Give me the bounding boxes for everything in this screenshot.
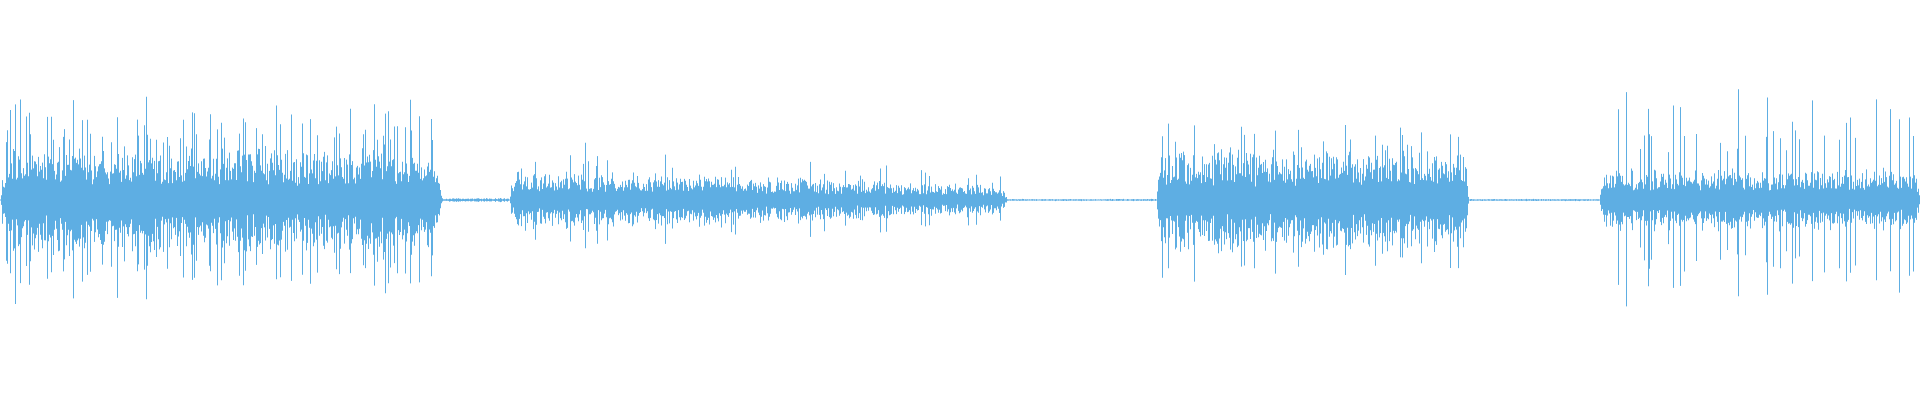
waveform-spikes bbox=[2, 89, 1914, 307]
waveform-body bbox=[1, 146, 1920, 254]
